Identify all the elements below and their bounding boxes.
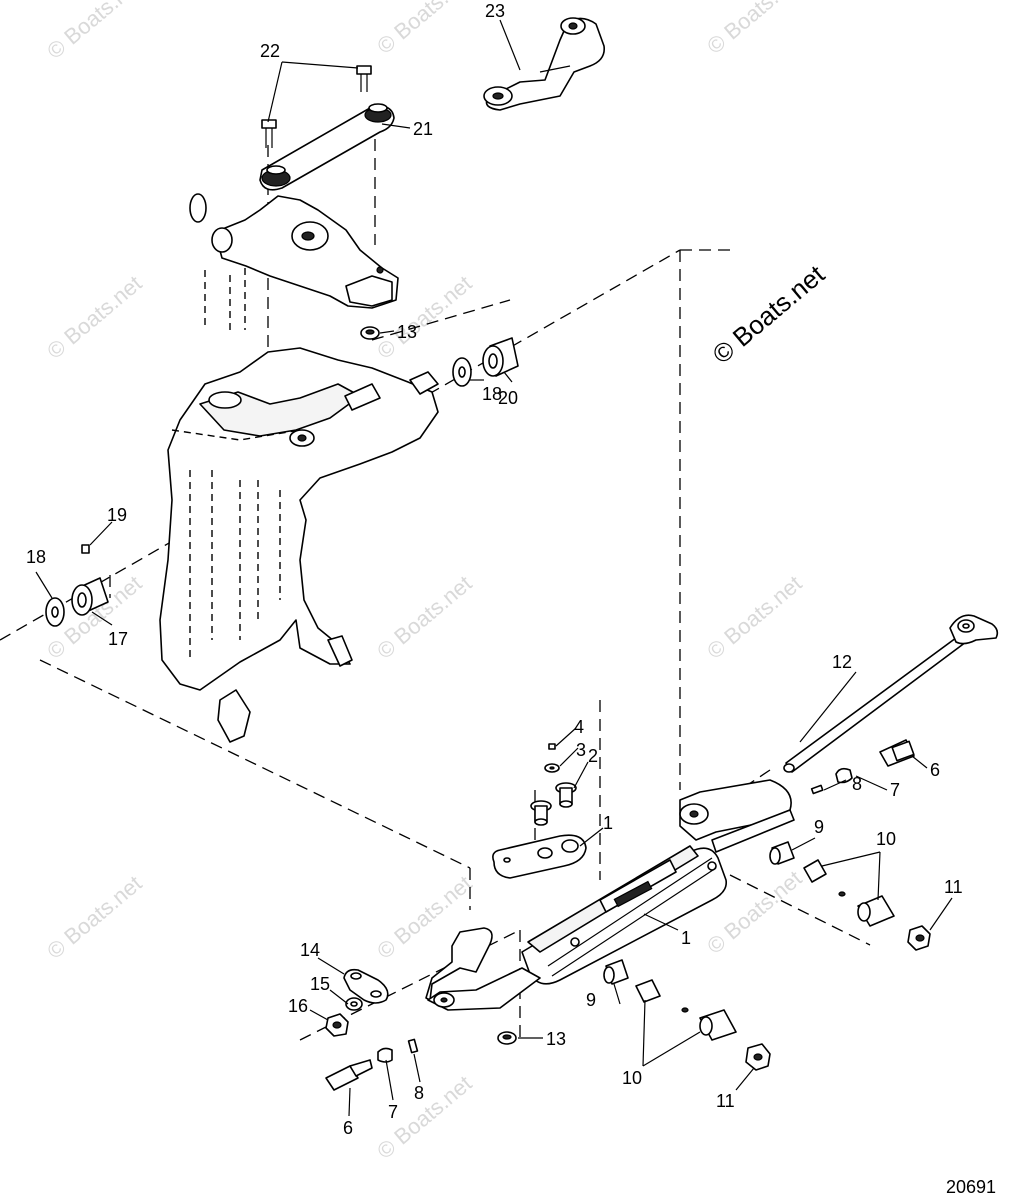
nut-11-right (907, 925, 931, 951)
callout-7-right: 7 (890, 780, 900, 800)
bolt-22-right (356, 65, 372, 92)
fitting-10-lower-a (635, 979, 689, 1013)
callout-2: 1 (603, 813, 613, 833)
reference-number: 20691 (946, 1177, 996, 1197)
bolt-6-right (879, 739, 915, 767)
callout-1: 1 (681, 928, 691, 948)
grease-fitting-19 (81, 544, 90, 554)
watermark: © Boats.net (42, 871, 146, 964)
bolt-3-right (555, 782, 577, 808)
callout-13-lower: 13 (546, 1029, 566, 1049)
watermark-layer: © Boats.net © Boats.net © Boats.net © Bo… (42, 0, 831, 1164)
mounting-plate-2 (492, 834, 587, 879)
callout-16: 16 (288, 996, 308, 1016)
washer-18-left (45, 597, 65, 627)
callout-18-upper: 18 (482, 384, 502, 404)
callout-4: 3 (576, 740, 586, 760)
washer-15 (345, 997, 363, 1011)
tie-rod-12 (783, 614, 999, 773)
watermark: © Boats.net (372, 571, 476, 664)
callout-5: 4 (574, 717, 584, 737)
callout-11-lower: 11 (716, 1091, 735, 1111)
callout-9-lower: 9 (586, 990, 596, 1010)
watermark: © Boats.net (42, 271, 146, 364)
fitting-10-lower-b (699, 1009, 737, 1041)
watermark: © Boats.net (42, 0, 146, 64)
swivel-bracket-casting (159, 347, 439, 743)
bolt-3-left (530, 800, 552, 826)
callout-21: 21 (413, 119, 433, 139)
callout-8-right: 8 (852, 774, 862, 794)
sleeve-9-right (769, 841, 795, 865)
nut-11-lower (745, 1043, 771, 1071)
bolt-6-left (325, 1059, 373, 1091)
callout-10-lower: 10 (622, 1068, 642, 1088)
steering-arm-casting (189, 193, 399, 330)
screw-5 (548, 743, 556, 750)
pin-8-left (407, 1038, 419, 1054)
watermark: © Boats.net (702, 571, 806, 664)
watermark-featured: © Boats.net (707, 259, 831, 370)
callout-9-right: 9 (814, 817, 824, 837)
callout-3: 2 (588, 746, 598, 766)
fitting-10-right-b (857, 895, 895, 927)
callout-7-lower: 7 (388, 1102, 398, 1122)
tie-link-arm (259, 103, 395, 191)
nut-16 (325, 1013, 349, 1037)
callout-15: 15 (310, 974, 330, 994)
callout-22: 22 (260, 41, 280, 61)
link-plate-14 (343, 968, 389, 1004)
sleeve-9-lower (603, 959, 629, 985)
callout-6-right: 6 (930, 760, 940, 780)
callout-23: 23 (485, 1, 505, 21)
callout-20: 20 (498, 388, 518, 408)
steering-cylinder-1 (425, 779, 795, 1011)
nut-13-lower (497, 1031, 517, 1045)
callout-labels: 23 22 21 13 20 18 19 18 17 12 4 3 2 6 7 … (26, 1, 963, 1138)
callout-11-right: 11 (944, 877, 963, 897)
leader-lines (35, 19, 953, 1117)
callout-13-upper: 13 (397, 322, 417, 342)
washer-4 (544, 763, 560, 773)
callout-10-right: 10 (876, 829, 896, 849)
clip-7-left (377, 1047, 393, 1063)
callout-8-lower: 8 (414, 1083, 424, 1103)
steering-link-arm (483, 17, 606, 111)
fitting-10-right-a (803, 859, 846, 897)
pin-8-right (810, 784, 824, 795)
watermark: © Boats.net (372, 0, 476, 59)
nut-13-upper (360, 326, 380, 340)
callout-12: 12 (832, 652, 852, 672)
callout-14: 14 (300, 940, 320, 960)
bushing-17 (71, 577, 109, 616)
callout-17: 17 (108, 629, 128, 649)
bolt-22-left (261, 119, 277, 148)
washer-18-upper (452, 357, 472, 387)
bushing-20 (482, 337, 519, 377)
callout-6-lower: 6 (343, 1118, 353, 1138)
callout-18-left: 18 (26, 547, 46, 567)
watermark: © Boats.net (702, 0, 806, 59)
callout-19: 19 (107, 505, 127, 525)
